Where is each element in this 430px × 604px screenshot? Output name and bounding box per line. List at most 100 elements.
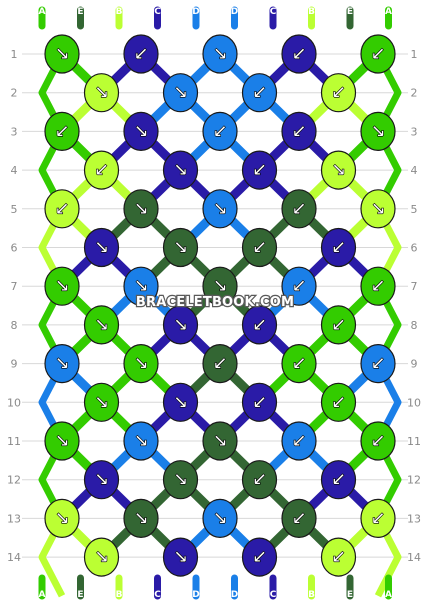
knot-arrow-icon: ↘ — [54, 431, 69, 452]
knot-arrow-icon: ↘ — [54, 276, 69, 297]
knot: ↘ — [123, 189, 159, 229]
knot: ↙ — [241, 382, 278, 422]
knot: ↙ — [320, 537, 357, 577]
knot: ↘ — [44, 421, 80, 461]
knot: ↙ — [320, 227, 357, 268]
knot-arrow-icon: ↘ — [94, 238, 109, 259]
knot: ↘ — [162, 227, 199, 268]
row-number-right: 10 — [407, 396, 421, 409]
knot-arrow-icon: ↘ — [173, 160, 188, 181]
knot-arrow-icon: ↙ — [370, 508, 385, 529]
knot-arrow-icon: ↙ — [331, 238, 346, 259]
knot: ↙ — [281, 34, 317, 74]
knot: ↙ — [360, 498, 396, 539]
knot-arrow-icon: ↙ — [291, 121, 306, 142]
knot: ↙ — [241, 73, 278, 113]
knot: ↘ — [44, 498, 80, 539]
knot-arrow-icon: ↘ — [94, 470, 109, 491]
bottom-string-letter: D — [192, 590, 199, 600]
knot: ↙ — [320, 382, 357, 422]
bottom-string-letter: C — [270, 590, 277, 600]
knot-arrow-icon: ↙ — [212, 121, 227, 142]
knot: ↙ — [360, 266, 396, 306]
top-string-letter: C — [270, 7, 277, 17]
knot: ↙ — [44, 111, 80, 151]
knot-arrow-icon: ↘ — [212, 44, 227, 65]
knot: ↘ — [202, 266, 238, 306]
knot: ↙ — [360, 421, 396, 461]
knot: ↘ — [83, 460, 120, 500]
row-number-right: 1 — [411, 48, 418, 61]
top-string-letter: C — [154, 7, 161, 17]
knot: ↙ — [281, 111, 317, 151]
knot: ↙ — [281, 344, 317, 384]
knot: ↘ — [123, 266, 159, 306]
knot-arrow-icon: ↙ — [291, 431, 306, 452]
knot: ↘ — [44, 266, 80, 306]
row-number-left: 8 — [11, 319, 18, 332]
knot: ↘ — [44, 34, 80, 74]
row-number-right: 13 — [407, 512, 421, 525]
row-number-left: 13 — [7, 512, 21, 525]
knot: ↘ — [162, 537, 199, 577]
knot: ↙ — [202, 111, 238, 151]
knot: ↘ — [162, 382, 199, 422]
knot-arrow-icon: ↘ — [133, 199, 148, 220]
row-number-left: 1 — [11, 48, 18, 61]
knot: ↙ — [281, 266, 317, 306]
row-number-right: 5 — [411, 203, 418, 216]
row-number-right: 12 — [407, 474, 421, 487]
knot: ↘ — [202, 498, 238, 539]
knot-arrow-icon: ↘ — [133, 121, 148, 142]
knot: ↘ — [83, 305, 120, 345]
top-string-letter: A — [39, 7, 46, 17]
watermark: BRACELETBOOK.COM — [136, 295, 294, 310]
bottom-string-letter: C — [154, 590, 161, 600]
top-string-letter: D — [231, 7, 238, 17]
row-number-left: 10 — [7, 396, 21, 409]
row-number-left: 5 — [11, 203, 18, 216]
knot-arrow-icon: ↘ — [173, 83, 188, 104]
row-number-left: 12 — [7, 474, 21, 487]
knot-arrow-icon: ↘ — [94, 83, 109, 104]
knot-arrow-icon: ↙ — [291, 199, 306, 220]
knot: ↘ — [162, 73, 199, 113]
knot-arrow-icon: ↙ — [331, 547, 346, 568]
knot-arrow-icon: ↘ — [54, 508, 69, 529]
knot-arrow-icon: ↘ — [370, 121, 385, 142]
knot-arrow-icon: ↙ — [291, 508, 306, 529]
knot: ↘ — [360, 111, 396, 151]
row-number-right: 4 — [411, 164, 418, 177]
knot-arrow-icon: ↘ — [133, 354, 148, 375]
knot: ↘ — [83, 227, 120, 268]
knot-arrow-icon: ↙ — [133, 44, 148, 65]
knot: ↙ — [241, 460, 278, 500]
knot-arrow-icon: ↘ — [54, 354, 69, 375]
knot: ↙ — [241, 537, 278, 577]
knot-arrow-icon: ↘ — [212, 508, 227, 529]
knot: ↘ — [202, 421, 238, 461]
knot: ↘ — [83, 73, 120, 113]
row-number-left: 7 — [11, 280, 18, 293]
knot-arrow-icon: ↙ — [252, 470, 267, 491]
knot-arrow-icon: ↙ — [252, 315, 267, 336]
row-number-left: 9 — [11, 358, 18, 371]
knot-arrow-icon: ↙ — [331, 392, 346, 413]
top-string-letter: E — [347, 7, 353, 17]
knot-arrow-icon: ↙ — [54, 199, 69, 220]
knot-arrow-icon: ↘ — [173, 238, 188, 259]
knot: ↘ — [123, 421, 159, 461]
top-string-letter: B — [308, 7, 315, 17]
knot-arrow-icon: ↘ — [133, 508, 148, 529]
bottom-string-letter: D — [231, 590, 238, 600]
knot-arrow-icon: ↘ — [212, 199, 227, 220]
row-number-left: 14 — [7, 551, 21, 564]
knot-arrow-icon: ↙ — [291, 44, 306, 65]
knot-arrow-icon: ↙ — [331, 470, 346, 491]
knot-arrow-icon: ↙ — [370, 354, 385, 375]
knot: ↘ — [123, 498, 159, 539]
knot: ↘ — [44, 344, 80, 384]
knot-arrow-icon: ↙ — [370, 431, 385, 452]
knot-arrow-icon: ↘ — [173, 470, 188, 491]
